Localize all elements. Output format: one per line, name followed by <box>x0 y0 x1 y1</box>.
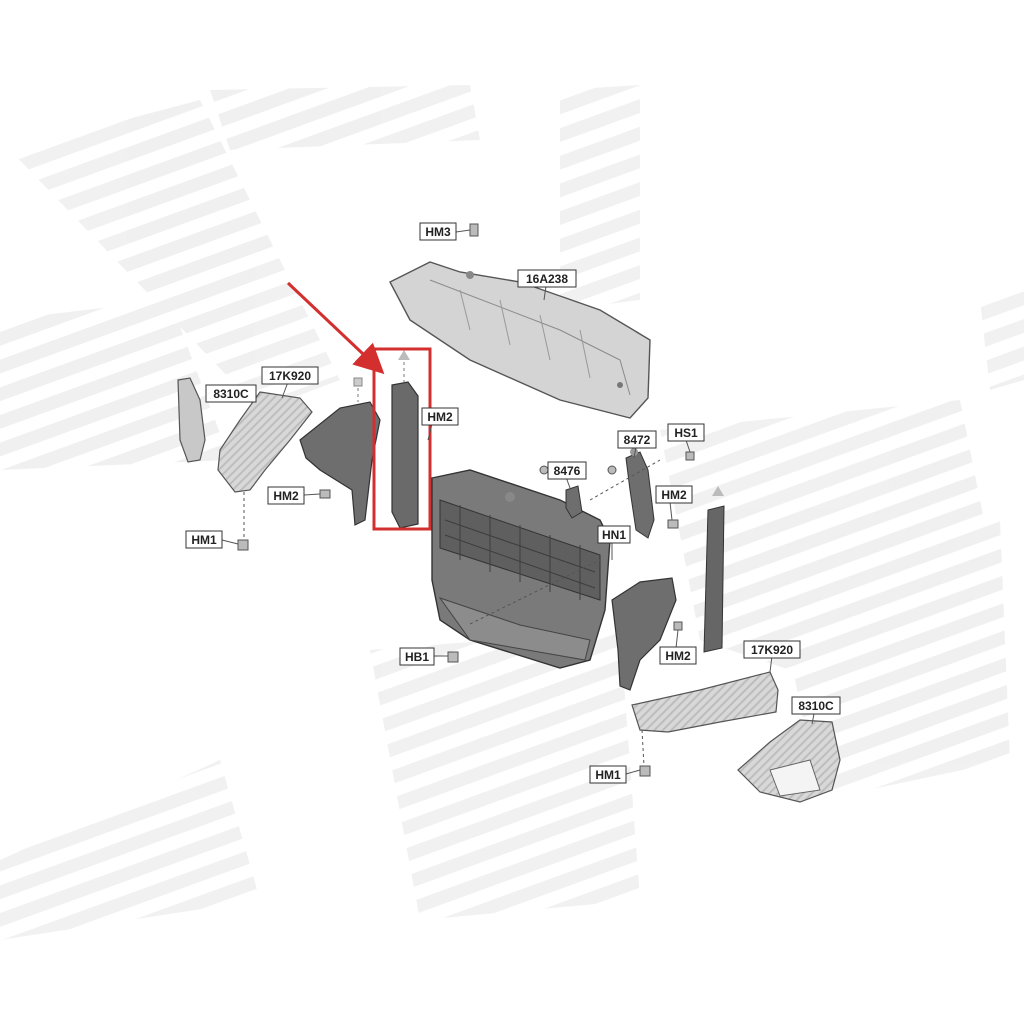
svg-text:8310C: 8310C <box>798 699 834 713</box>
highlight-arrow <box>286 281 385 375</box>
callout-8476: 8476 <box>547 461 587 480</box>
callout-hn1: HN1 <box>597 525 631 544</box>
svg-text:HM3: HM3 <box>425 225 451 239</box>
fasteners <box>237 223 695 777</box>
callout-hm1-left: HM1 <box>185 530 223 549</box>
watermark <box>0 85 1024 940</box>
air-deflector-left-8310c <box>177 377 206 463</box>
cover-panel-16a238 <box>389 261 651 419</box>
svg-text:8472: 8472 <box>624 433 651 447</box>
highlighted-vertical-bracket <box>391 350 419 529</box>
callout-hm2-right-lower: HM2 <box>659 646 697 665</box>
callout-17k920-left: 17K920 <box>261 366 319 385</box>
bracket-8472 <box>625 448 655 539</box>
bracket-8476 <box>565 485 583 519</box>
callout-hm3: HM3 <box>419 222 457 241</box>
callout-8310c-left: 8310C <box>205 384 257 403</box>
svg-text:HM1: HM1 <box>595 768 621 782</box>
callout-hs1: HS1 <box>667 423 705 442</box>
side-bracket-right <box>611 577 677 691</box>
radiator-support-frame <box>431 469 611 669</box>
callout-hm2-upper: HM2 <box>421 407 459 426</box>
callout-hm1-right: HM1 <box>589 765 627 784</box>
callout-hm2-left: HM2 <box>267 486 305 505</box>
svg-text:HN1: HN1 <box>602 528 626 542</box>
vertical-seal-right <box>703 486 725 653</box>
leader-lines <box>221 229 815 775</box>
svg-text:8476: 8476 <box>554 464 581 478</box>
svg-text:HS1: HS1 <box>674 426 698 440</box>
svg-text:HM1: HM1 <box>191 533 217 547</box>
air-duct-right-17k920 <box>631 671 779 733</box>
callout-8310c-right: 8310C <box>791 696 841 715</box>
svg-text:17K920: 17K920 <box>269 369 311 383</box>
svg-text:HB1: HB1 <box>405 650 429 664</box>
svg-text:HM2: HM2 <box>427 410 453 424</box>
callout-17k920-right: 17K920 <box>743 640 801 659</box>
callout-hb1: HB1 <box>399 647 435 666</box>
side-bracket-left <box>299 377 381 526</box>
svg-text:16A238: 16A238 <box>526 272 568 286</box>
svg-text:HM2: HM2 <box>273 489 299 503</box>
callout-8472: 8472 <box>617 430 657 449</box>
svg-text:HM2: HM2 <box>665 649 691 663</box>
callout-16a238: 16A238 <box>517 269 577 288</box>
svg-text:17K920: 17K920 <box>751 643 793 657</box>
air-deflector-right-8310c <box>737 719 841 803</box>
svg-text:8310C: 8310C <box>213 387 249 401</box>
highlight-box <box>372 347 432 531</box>
svg-text:HM2: HM2 <box>661 488 687 502</box>
air-duct-left-17k920 <box>217 391 313 493</box>
callout-hm2-right-upper: HM2 <box>655 485 693 504</box>
